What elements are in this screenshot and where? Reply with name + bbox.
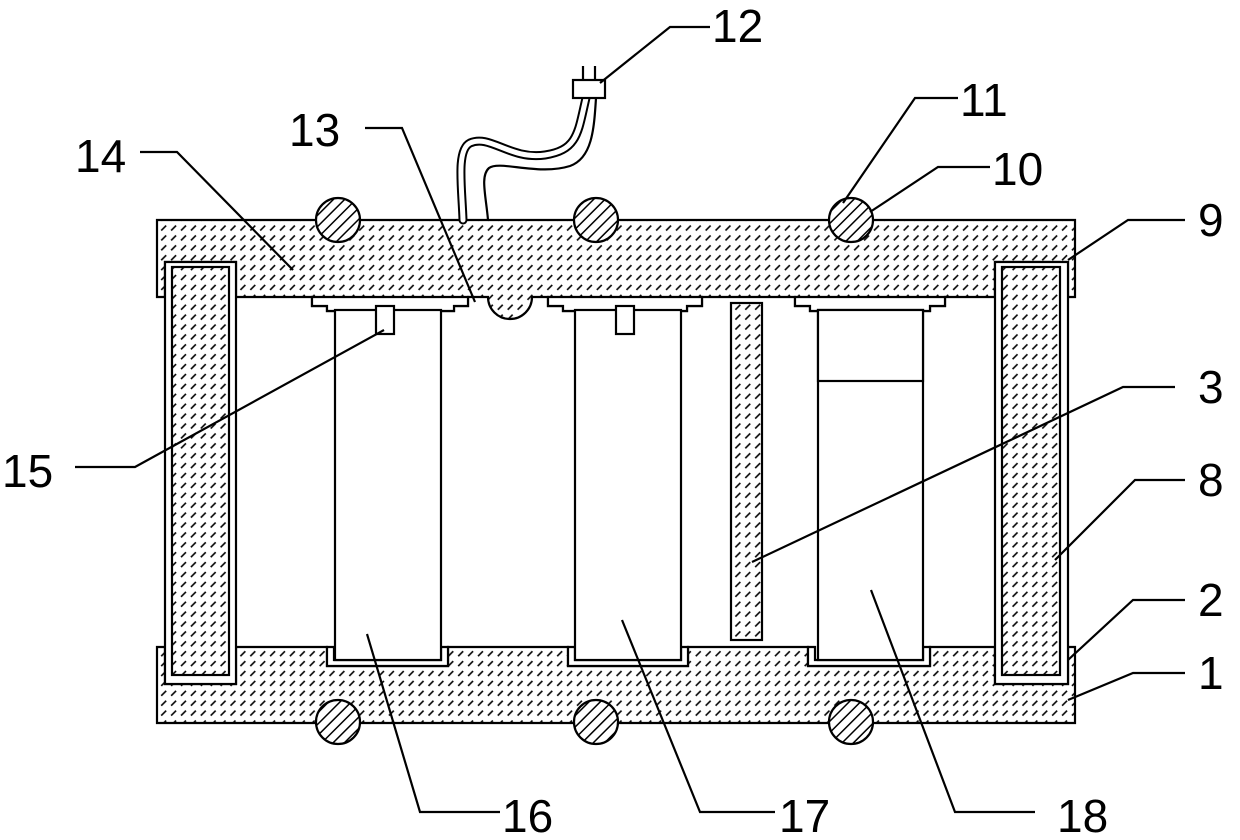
label-16: 16 — [502, 790, 553, 840]
leader-12 — [600, 27, 710, 83]
cell-17 — [575, 306, 681, 660]
partition-plate — [731, 303, 762, 640]
label-3: 3 — [1198, 361, 1224, 413]
right-side-wall — [995, 262, 1068, 684]
label-17: 17 — [779, 790, 830, 840]
left-side-wall — [165, 262, 236, 684]
leader-3 — [752, 387, 1175, 562]
leader-8 — [1055, 480, 1185, 560]
cell-18 — [818, 310, 923, 660]
label-1: 1 — [1198, 647, 1224, 699]
plug-cable — [461, 66, 605, 220]
cell-16 — [335, 306, 441, 660]
leader-11 — [843, 98, 958, 203]
leader-1 — [1068, 673, 1185, 700]
label-13: 13 — [289, 104, 340, 156]
leader-2 — [1068, 600, 1185, 660]
leader-9 — [1068, 220, 1185, 260]
label-8: 8 — [1198, 454, 1224, 506]
label-10: 10 — [992, 143, 1043, 195]
label-18: 18 — [1057, 790, 1108, 840]
label-9: 9 — [1198, 194, 1224, 246]
label-2: 2 — [1198, 574, 1224, 626]
label-12: 12 — [712, 0, 763, 52]
label-14: 14 — [75, 130, 126, 182]
label-15: 15 — [2, 445, 53, 497]
leader-10 — [870, 167, 990, 212]
label-11: 11 — [960, 74, 1008, 126]
